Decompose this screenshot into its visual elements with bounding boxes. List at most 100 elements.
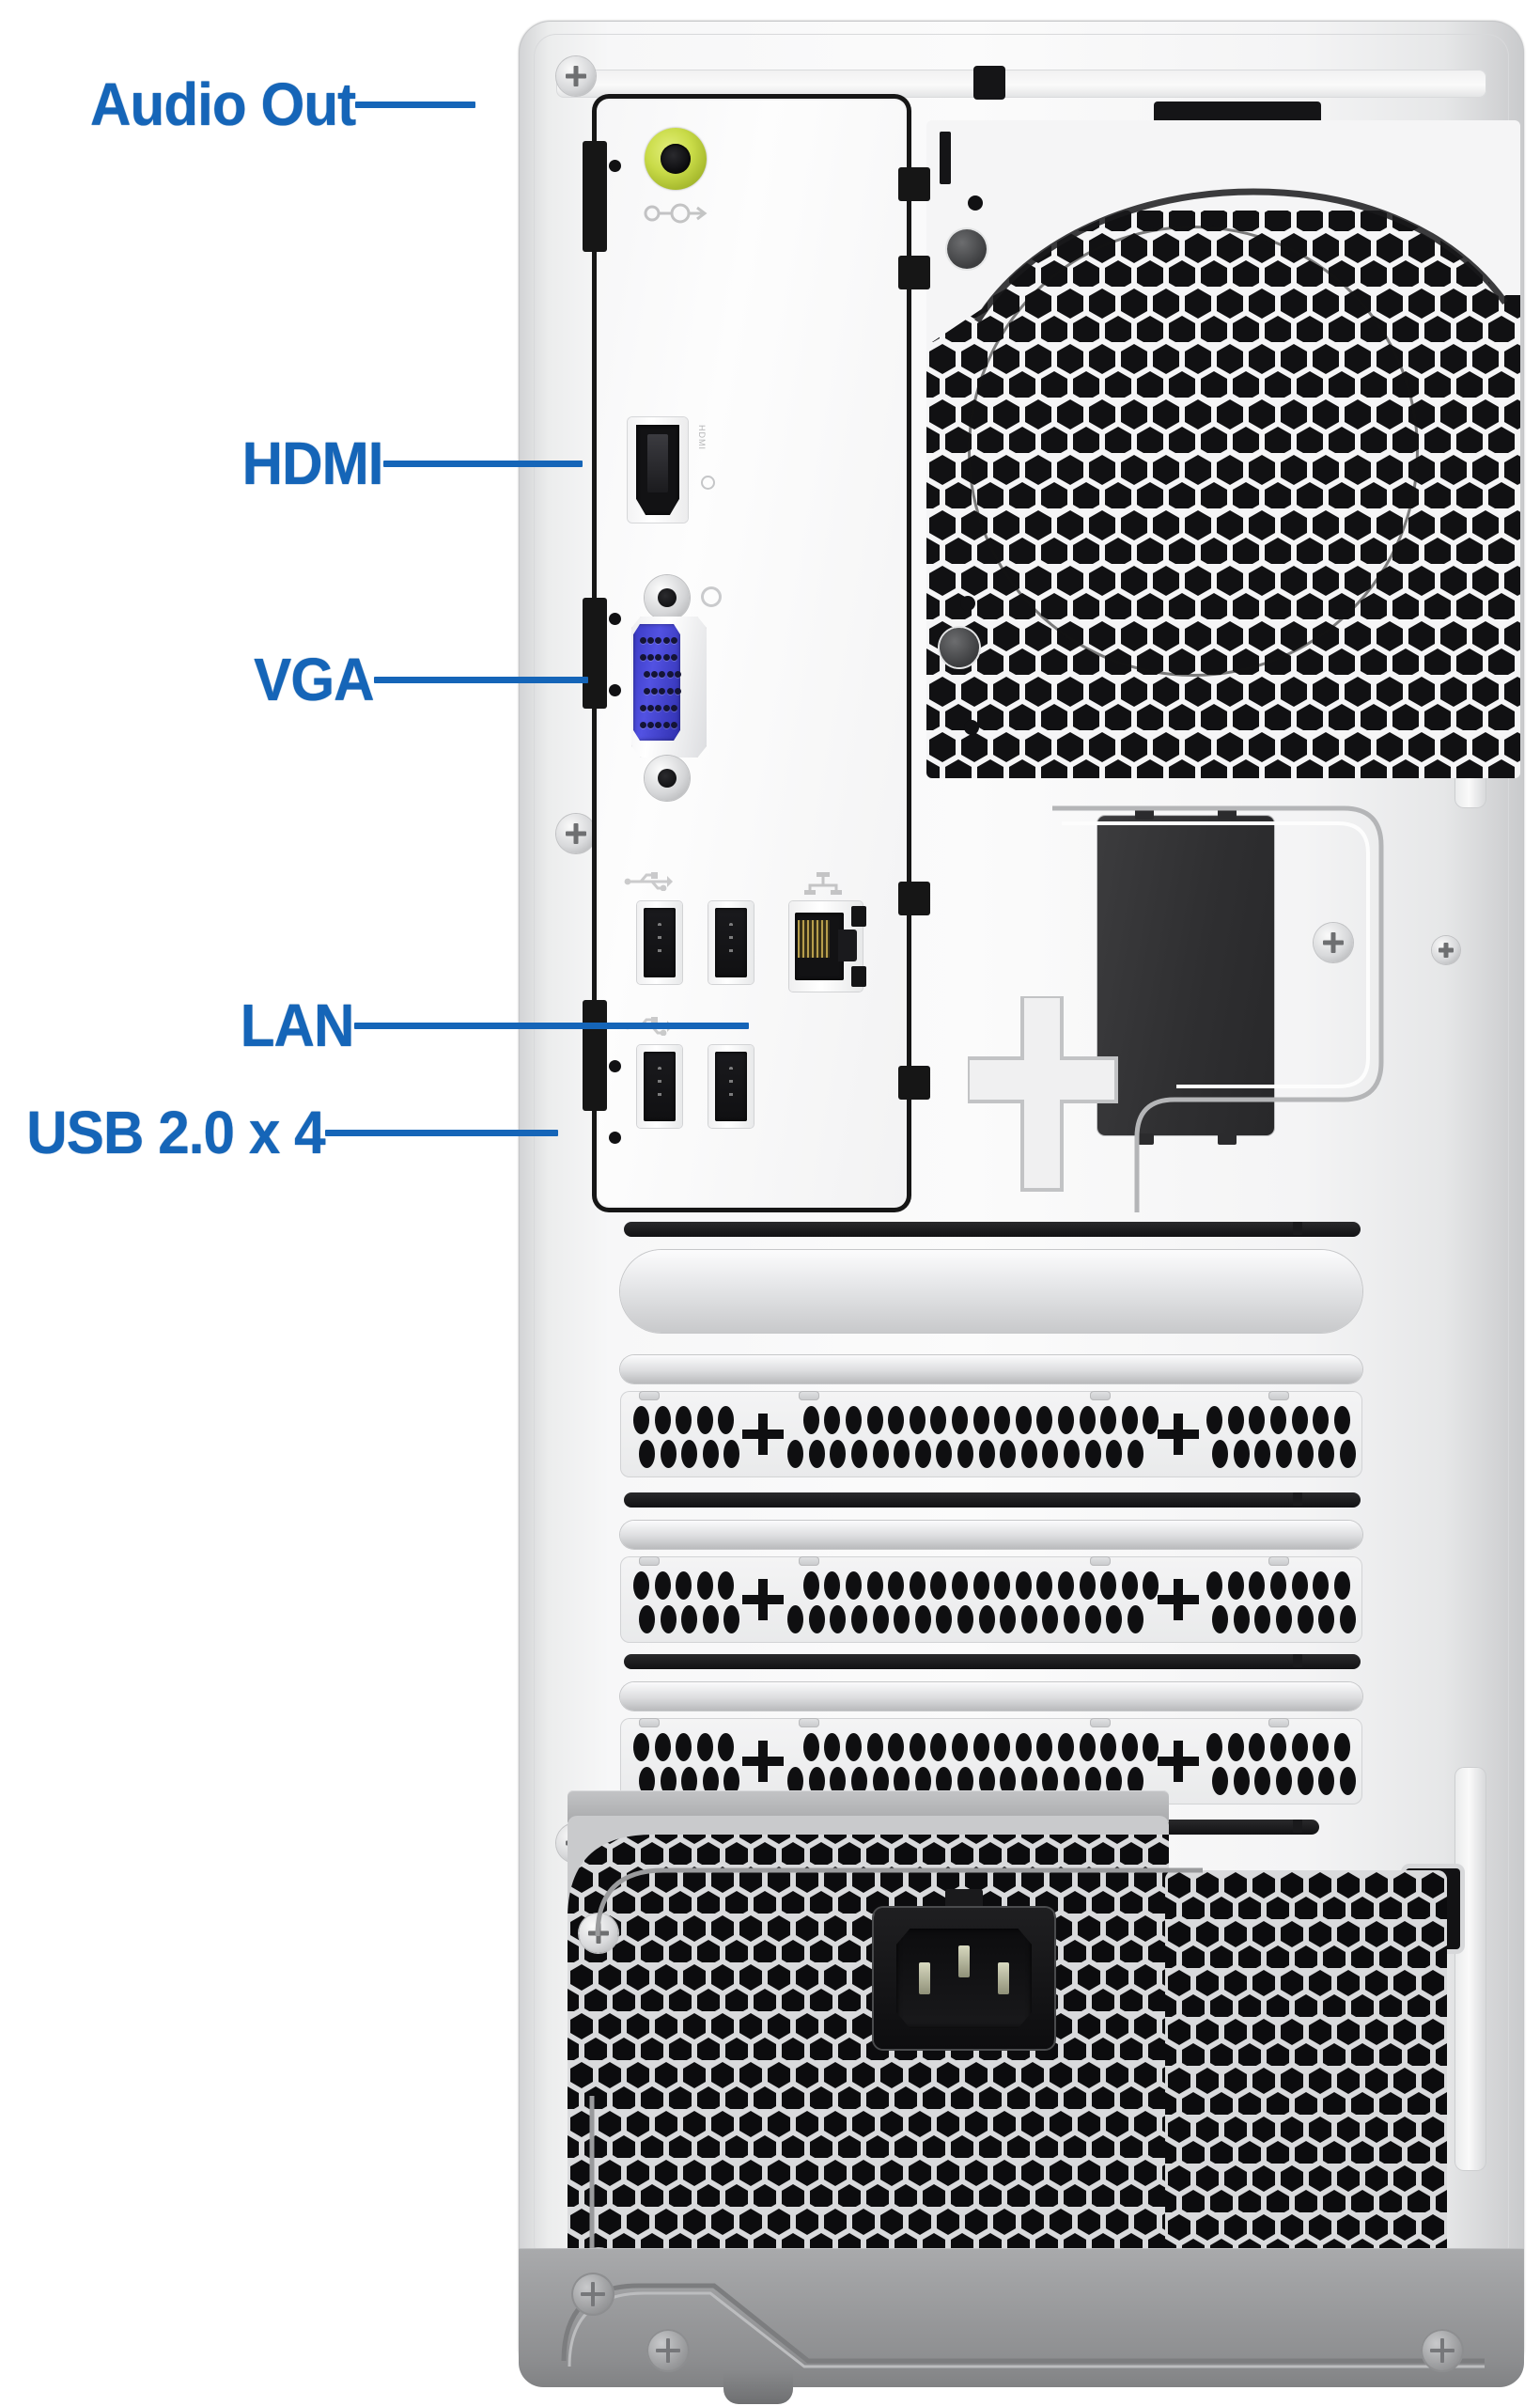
hdmi-port[interactable] bbox=[628, 417, 688, 523]
fan-pin-dot-3 bbox=[964, 720, 979, 735]
slot-vent-hole bbox=[1249, 1571, 1266, 1600]
slot-vent-hole bbox=[1143, 1733, 1159, 1761]
slot-vent-hole bbox=[952, 1733, 968, 1761]
slot-vent-hole bbox=[888, 1571, 905, 1600]
slot-vent-hole bbox=[1084, 1440, 1101, 1468]
slot-latch-notch bbox=[1090, 1556, 1111, 1566]
slot-vent-hole bbox=[696, 1733, 713, 1761]
power-pin-earth bbox=[958, 1945, 970, 1977]
slot-vent-hole bbox=[909, 1733, 926, 1761]
expansion-slot-handle[interactable] bbox=[620, 1250, 1362, 1333]
slot-vent-hole bbox=[894, 1605, 910, 1633]
usb-port-1-mouth bbox=[644, 908, 676, 977]
slot-latch-notch bbox=[1090, 1718, 1111, 1727]
slot-vent-hole bbox=[957, 1605, 973, 1633]
slot-vent-hole bbox=[1127, 1440, 1143, 1468]
slot-vent-hole bbox=[851, 1605, 867, 1633]
slot-vent-hole bbox=[1106, 1605, 1123, 1633]
slot-tick-0 bbox=[1293, 1222, 1302, 1235]
plinth-screw-right bbox=[1421, 2329, 1464, 2372]
slot-vent-hole bbox=[702, 1440, 719, 1468]
slot-vent-hole bbox=[1064, 1440, 1080, 1468]
slot-vent-hole bbox=[676, 1406, 692, 1434]
slot-vent-hole bbox=[1276, 1605, 1292, 1633]
usb-port-2[interactable] bbox=[708, 901, 754, 984]
headphone-icon bbox=[644, 203, 708, 224]
knockout-tab-bot-right bbox=[1218, 1133, 1237, 1145]
slot-vent-hole bbox=[846, 1406, 862, 1434]
slot-vent-hole bbox=[846, 1733, 862, 1761]
expansion-slot-cover-2[interactable] bbox=[620, 1556, 1362, 1643]
anchor-dot-vga-top bbox=[609, 613, 621, 625]
slot-vent-hole bbox=[1227, 1406, 1244, 1434]
usb-port-1[interactable] bbox=[637, 901, 682, 984]
chassis-screw-right bbox=[1314, 923, 1353, 962]
slot-vent-hole bbox=[1212, 1605, 1229, 1633]
slot-vent-hole bbox=[1079, 1406, 1096, 1434]
slot-latch-notch bbox=[1090, 1391, 1111, 1400]
chassis-cross-emboss bbox=[968, 996, 1118, 1192]
vga-thumbscrew-top[interactable] bbox=[645, 575, 690, 620]
slot-vent-hole bbox=[930, 1733, 947, 1761]
slot-vent-hole bbox=[681, 1605, 698, 1633]
slot-vent-hole bbox=[1084, 1605, 1101, 1633]
slot-vent-hole bbox=[1249, 1406, 1266, 1434]
slot-vent-hole bbox=[1291, 1733, 1308, 1761]
lan-port[interactable] bbox=[789, 901, 863, 992]
slot-vent-hole bbox=[676, 1571, 692, 1600]
expansion-slot-cover-1[interactable] bbox=[620, 1391, 1362, 1477]
slot-vent-hole bbox=[1333, 1571, 1350, 1600]
slot-vent-hole bbox=[936, 1440, 953, 1468]
slot-vent-hole bbox=[681, 1440, 698, 1468]
slot-cross-mark bbox=[1158, 1579, 1199, 1620]
slot-vent-hole bbox=[1127, 1605, 1143, 1633]
anchor-dot-vga-bot bbox=[609, 684, 621, 696]
slot-vent-hole bbox=[894, 1767, 910, 1795]
slot-vent-hole bbox=[914, 1767, 931, 1795]
usb-port-4[interactable] bbox=[708, 1045, 754, 1128]
vga-thumbscrew-bottom[interactable] bbox=[645, 756, 690, 801]
slot-vent-hole bbox=[952, 1571, 968, 1600]
callout-usb: USB 2.0 x 4 bbox=[8, 1101, 558, 1164]
slot-vent-hole bbox=[660, 1440, 677, 1468]
slot-vent-hole bbox=[936, 1605, 953, 1633]
slot-vent-hole bbox=[696, 1571, 713, 1600]
audio-out-jack[interactable] bbox=[645, 128, 707, 190]
slot-vent-hole bbox=[914, 1440, 931, 1468]
slot-latch-notch bbox=[1268, 1556, 1289, 1566]
slot-vent-hole bbox=[1254, 1440, 1271, 1468]
slot-vent-hole bbox=[972, 1733, 989, 1761]
knockout-tab-top-right bbox=[1218, 808, 1237, 820]
chassis-foot bbox=[723, 2368, 793, 2404]
slot-vent-hole bbox=[633, 1571, 649, 1600]
slot-vent-hole bbox=[802, 1406, 819, 1434]
slot-latch-notch bbox=[799, 1391, 819, 1400]
expansion-slot-rail-3 bbox=[620, 1682, 1362, 1711]
expansion-slot-cover-3[interactable] bbox=[620, 1718, 1362, 1804]
slot-vent-hole bbox=[914, 1605, 931, 1633]
usb-port-3[interactable] bbox=[637, 1045, 682, 1128]
slot-vent-hole bbox=[1297, 1605, 1314, 1633]
slot-vent-hole bbox=[676, 1733, 692, 1761]
slot-latch-notch bbox=[639, 1391, 660, 1400]
power-inlet-c14[interactable] bbox=[874, 1908, 1054, 2049]
slot-vent-hole bbox=[1127, 1767, 1143, 1795]
anchor-dot-audio bbox=[609, 160, 621, 172]
slot-vent-hole bbox=[1121, 1571, 1138, 1600]
slot-vent-hole bbox=[1318, 1767, 1335, 1795]
slot-vent-hole bbox=[787, 1767, 804, 1795]
slot-vent-hole bbox=[1233, 1767, 1250, 1795]
slot-vent-hole bbox=[1270, 1406, 1286, 1434]
slot-vent-hole bbox=[654, 1406, 671, 1434]
usb-port-3-mouth bbox=[644, 1052, 676, 1121]
slot-vent-hole bbox=[639, 1440, 655, 1468]
callout-hdmi-leader bbox=[382, 461, 583, 468]
callout-lan-leader bbox=[353, 1023, 749, 1030]
slot-vent-hole bbox=[1015, 1571, 1032, 1600]
slot-vent-hole bbox=[978, 1767, 995, 1795]
slot-vent-hole bbox=[1143, 1571, 1159, 1600]
slot-vent-hole bbox=[909, 1406, 926, 1434]
callout-vga-leader bbox=[373, 677, 588, 684]
slot-vent-hole bbox=[1227, 1733, 1244, 1761]
slot-cross-mark bbox=[742, 1741, 784, 1782]
